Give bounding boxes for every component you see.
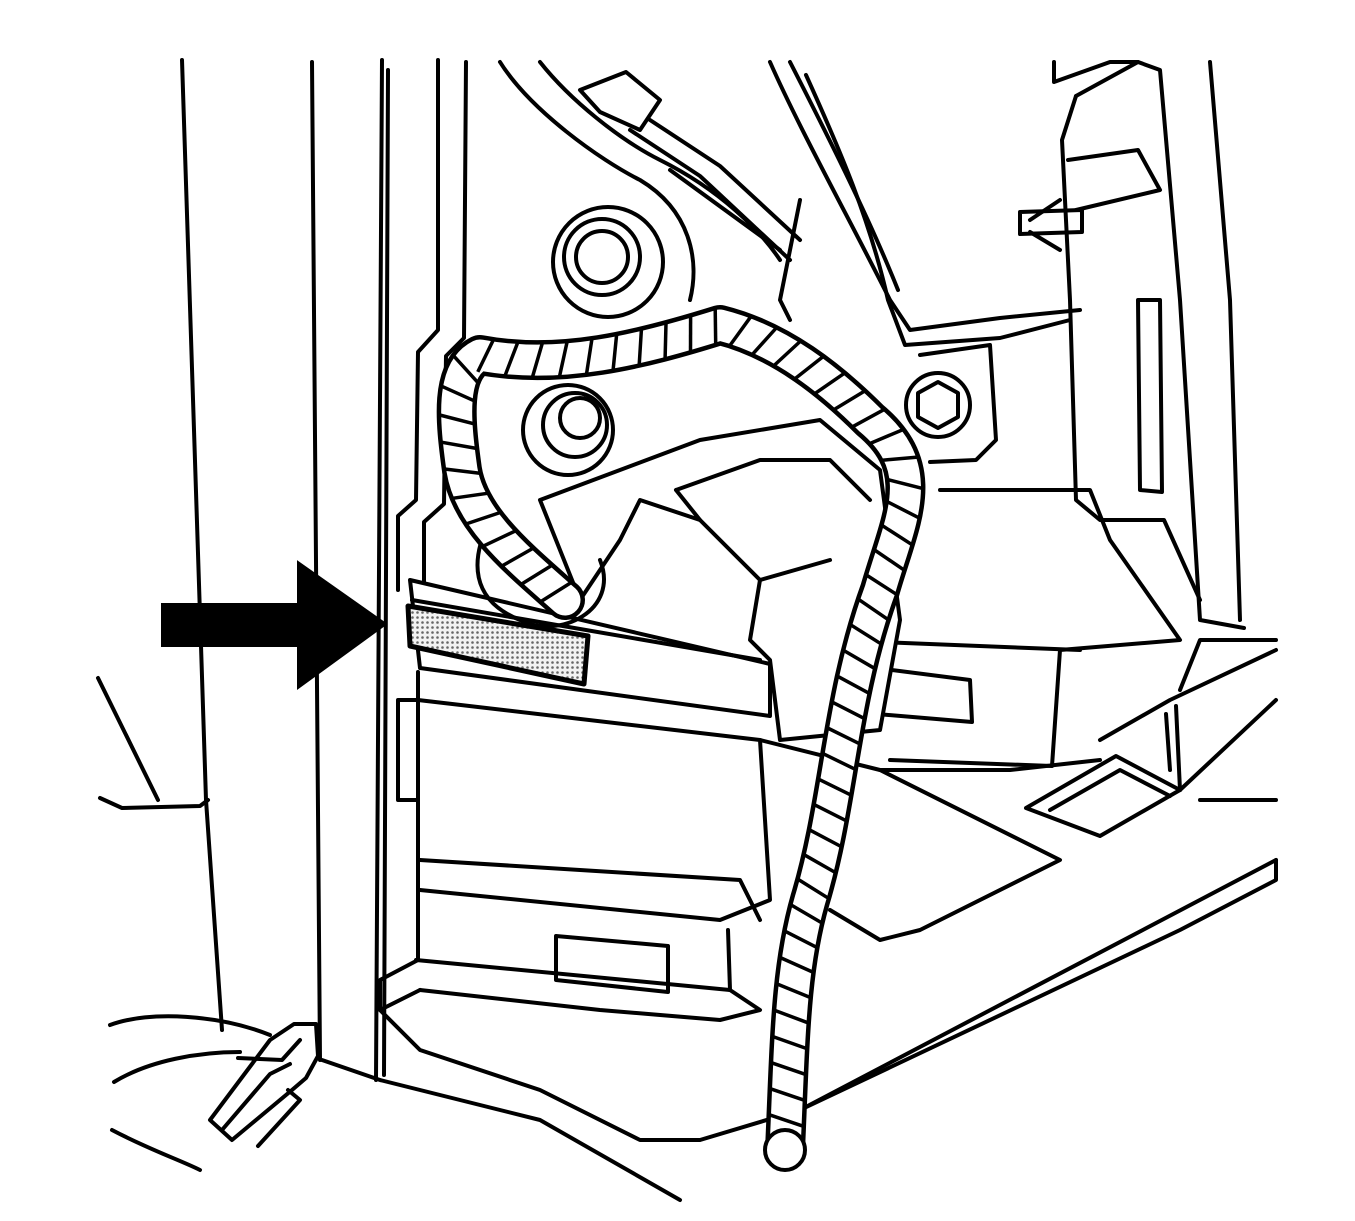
harness-wrap-band <box>584 338 594 375</box>
harness-wrap-band <box>814 371 846 395</box>
harness-wrap-band <box>557 341 569 377</box>
door-pillar <box>96 58 390 1082</box>
wiring-harness <box>436 305 926 1172</box>
module-bracket <box>320 670 1278 1202</box>
harness-wrap-band <box>831 700 865 720</box>
harness-wrap-band <box>770 1087 805 1102</box>
harness-wrap-band <box>440 384 475 403</box>
harness-wrap-band <box>444 467 481 475</box>
harness-wrap-band <box>851 408 885 429</box>
harness-wrap-band <box>833 389 866 411</box>
upper-bracket <box>498 60 802 302</box>
harness-wrap-band <box>771 1061 806 1076</box>
harness-wrap-band <box>520 564 553 586</box>
retaining-clip <box>108 1014 320 1172</box>
harness-wrap-band <box>476 339 495 373</box>
harness-wrap-band <box>818 777 852 797</box>
harness-wrap-band <box>794 355 824 380</box>
harness-wrap-band <box>822 752 856 771</box>
harness-wrap-band <box>728 315 753 347</box>
harness-wrap-band <box>530 342 544 378</box>
harness-wrap-band <box>869 427 904 446</box>
harness-wrap-band <box>790 903 823 925</box>
harness-wrap-band <box>784 929 818 949</box>
right-bolt <box>904 343 998 464</box>
harness-wrap-band <box>663 323 668 359</box>
right-bracket <box>1018 60 1246 630</box>
harness-wrap-band <box>887 478 923 491</box>
harness-wrap-band <box>842 648 876 670</box>
harness-wrap-band <box>886 500 920 520</box>
harness-wrap-band <box>849 623 882 646</box>
harness-wrap-band <box>637 329 644 365</box>
harness-wrap-band <box>803 853 836 874</box>
pillar-trim <box>768 60 1082 347</box>
vin-label <box>405 603 591 687</box>
harness-wrap-band <box>797 877 830 900</box>
arrow-right-icon <box>161 560 388 690</box>
harness-wrap-band <box>452 354 479 384</box>
harness-wrap-band <box>452 491 488 501</box>
harness-wrap-band <box>865 573 898 596</box>
harness-wrap-band <box>881 524 913 547</box>
harness-wrap-band <box>540 581 572 603</box>
harness-wrap-band <box>751 326 778 356</box>
harness-wrap-band <box>503 341 520 377</box>
harness-wrap-band <box>768 1113 804 1128</box>
harness-wrap-band <box>439 413 475 426</box>
upper-bolt <box>551 205 665 319</box>
harness-wrap-band <box>611 334 619 371</box>
inner-bolt <box>475 383 615 629</box>
harness-wrap-band <box>482 529 517 548</box>
harness-wrap-band <box>772 1034 808 1051</box>
harness-wrap-band <box>857 597 889 621</box>
harness-wrap-band <box>779 956 814 974</box>
harness-wrap-band <box>813 803 847 823</box>
harness-wrap-tape <box>439 308 923 1128</box>
control-module <box>408 418 902 742</box>
harness-wrap-band <box>808 828 842 849</box>
harness-wrap-band <box>713 308 718 345</box>
harness-wrap-band <box>882 455 918 462</box>
harness-wrap-band <box>774 1008 809 1025</box>
harness-wrap-band <box>441 440 477 451</box>
harness-wrap-band <box>501 546 534 568</box>
harness-wrap-band <box>873 548 905 572</box>
harness-wrap-band <box>773 340 802 367</box>
harness-wrap-band <box>826 726 861 746</box>
harness-wrap-band <box>836 674 870 695</box>
harness-wrap-band <box>465 510 501 526</box>
harness-wrap-band <box>776 982 811 1000</box>
